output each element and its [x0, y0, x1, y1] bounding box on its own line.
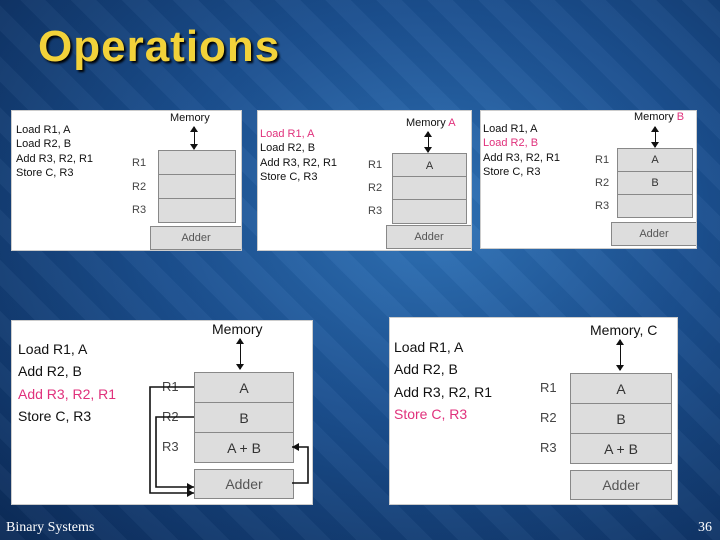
program-line: Load R2, B: [260, 142, 316, 155]
register-label: R2: [132, 181, 147, 193]
page-number: 36: [698, 520, 712, 535]
diagram-panel-5: Load R1, A Add R2, B Add R3, R2, R1 Stor…: [389, 317, 678, 505]
program-line: Load R1, A: [16, 124, 71, 136]
program-line: Add R2, B: [18, 363, 82, 380]
wire-r2-to-adder: [155, 416, 194, 488]
memory-label-text: Memory: [170, 112, 210, 124]
register-r2: B: [617, 171, 693, 195]
memory-label: Memory: [212, 321, 263, 337]
program-listing: Load R1, A Add R2, B Add R3, R2, R1 Stor…: [18, 338, 116, 428]
adder-unit: Adder: [570, 470, 672, 500]
register-r3: A + B: [194, 432, 294, 463]
register-r3: [158, 198, 236, 223]
program-listing: Load R1, A Load R2, B Add R3, R2, R1 Sto…: [16, 123, 93, 180]
program-line: Add R3, R2, R1: [260, 156, 338, 169]
adder-wiring: [149, 386, 309, 497]
program-line-highlighted: Load R2, B: [483, 137, 539, 150]
register-label: R1: [595, 154, 610, 166]
program-listing: Load R1, A Load R2, B Add R3, R2, R1 Sto…: [483, 122, 560, 179]
program-line: Add R2, B: [394, 361, 458, 378]
register-r2: [392, 176, 467, 201]
program-line-highlighted: Add R3, R2, R1: [18, 385, 117, 402]
memory-bus-arrow: [616, 339, 624, 371]
program-line-highlighted: Load R1, A: [260, 128, 315, 140]
adder-unit: Adder: [386, 225, 471, 249]
program-line: Load R1, A: [483, 123, 538, 135]
register-r3: [392, 199, 467, 224]
adder-unit: Adder: [150, 226, 241, 250]
memory-label-accent: A: [448, 117, 456, 129]
memory-label: Memory: [170, 112, 210, 124]
footer-course-title: Binary Systems: [6, 520, 95, 535]
program-listing: Load R1, A Add R2, B Add R3, R2, R1 Stor…: [394, 336, 492, 426]
memory-label-accent: B: [676, 111, 685, 123]
diagram-panel-1: Load R1, A Load R2, B Add R3, R2, R1 Sto…: [11, 110, 242, 251]
wire-adder-to-r3: [292, 446, 309, 484]
memory-bus-arrow: [236, 338, 244, 370]
register-label: R2: [540, 410, 557, 425]
program-line: Add R3, R2, R1: [394, 383, 493, 400]
register-r1: A: [617, 148, 693, 172]
register-label: R1: [132, 157, 147, 169]
wire-r1-to-adder: [149, 386, 194, 494]
register-r2: [158, 174, 236, 199]
register-label: R2: [368, 182, 383, 194]
register-label: R1: [540, 380, 557, 395]
program-line: Add R3, R2, R1: [16, 152, 94, 165]
register-r2: B: [570, 403, 672, 434]
register-label: R2: [595, 177, 610, 189]
program-listing: Load R1, A Load R2, B Add R3, R2, R1 Sto…: [260, 127, 337, 184]
memory-label: Memory A: [406, 117, 456, 129]
program-line: Store C, R3: [16, 166, 74, 179]
memory-label-text: Memory: [406, 117, 446, 129]
memory-bus-arrow: [651, 126, 659, 148]
program-line: Load R1, A: [394, 339, 464, 355]
register-r1: A: [392, 153, 467, 178]
memory-label-text: Memory: [634, 111, 674, 123]
memory-label: Memory B: [634, 111, 684, 123]
memory-label: Memory, C: [590, 322, 657, 338]
program-line: Add R3, R2, R1: [483, 151, 561, 164]
program-line: Load R2, B: [16, 138, 72, 151]
register-r1: [158, 150, 236, 175]
slide-title: Operations: [38, 22, 281, 71]
register-label: R3: [368, 205, 383, 217]
diagram-panel-3: Load R1, A Load R2, B Add R3, R2, R1 Sto…: [480, 110, 697, 249]
program-line-highlighted: Store C, R3: [394, 406, 468, 423]
memory-label-text: Memory, C: [590, 322, 658, 338]
program-line: Store C, R3: [18, 408, 92, 425]
register-label: R3: [540, 440, 557, 455]
diagram-panel-4: Load R1, A Add R2, B Add R3, R2, R1 Stor…: [11, 320, 313, 505]
register-label: R1: [368, 159, 383, 171]
program-line: Load R1, A: [18, 341, 88, 357]
program-line: Store C, R3: [260, 170, 318, 183]
register-label: R3: [595, 200, 610, 212]
memory-label-text: Memory: [212, 321, 263, 337]
memory-bus-arrow: [190, 126, 198, 150]
program-line: Store C, R3: [483, 165, 541, 178]
register-r1: A: [570, 373, 672, 404]
register-r2: B: [194, 402, 294, 433]
diagram-panel-2: Load R1, A Load R2, B Add R3, R2, R1 Sto…: [257, 110, 472, 251]
memory-bus-arrow: [424, 131, 432, 153]
adder-unit: Adder: [611, 222, 696, 246]
register-label: R3: [162, 439, 179, 454]
register-r3: [617, 194, 693, 218]
register-r3: A + B: [570, 433, 672, 464]
adder-unit: Adder: [194, 469, 294, 499]
register-label: R3: [132, 204, 147, 216]
